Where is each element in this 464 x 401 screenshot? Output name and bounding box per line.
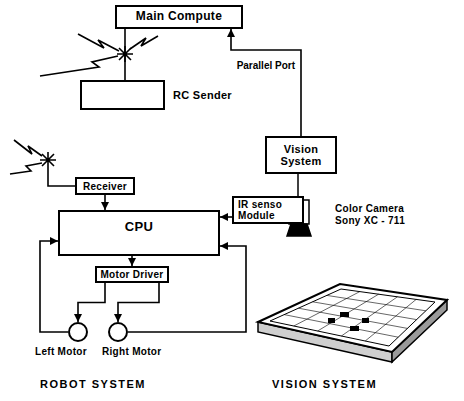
- connector: [128, 246, 246, 332]
- edge-label: Parallel Port: [236, 60, 296, 71]
- connector: [124, 29, 126, 80]
- node-label: Vision System: [267, 143, 335, 167]
- playing-field: [258, 284, 447, 362]
- connector: [78, 283, 105, 322]
- antenna-symbol: [10, 140, 75, 186]
- system-box: Receiver: [75, 177, 135, 195]
- node-label: CPU: [125, 220, 153, 234]
- system-box: Vision System: [265, 136, 337, 174]
- motor-circle: Right Motor: [108, 322, 128, 342]
- section-title: VISION SYSTEM: [272, 378, 377, 391]
- node-label: RC Sender: [173, 89, 232, 101]
- node-label: Main Compute: [136, 10, 222, 23]
- connector: [118, 283, 159, 322]
- section-title: ROBOT SYSTEM: [40, 378, 146, 391]
- system-box: RC Sender: [80, 80, 165, 110]
- connector: [220, 216, 232, 218]
- system-box: IR senso Module: [232, 196, 304, 224]
- node-label: Receiver: [83, 181, 127, 192]
- node-label: IR senso Module: [238, 199, 302, 221]
- antenna-symbol: [40, 34, 158, 76]
- motor-outline: [108, 322, 128, 342]
- system-box: CPU: [58, 210, 220, 256]
- connector: [104, 195, 106, 210]
- motor-outline: [68, 322, 88, 342]
- connector: [231, 29, 301, 136]
- node-label: Motor Driver: [100, 269, 163, 280]
- system-box: Main Compute: [115, 5, 243, 29]
- system-box: Motor Driver: [95, 266, 169, 283]
- motor-circle: Left Motor: [68, 322, 88, 342]
- node-label: Right Motor: [102, 346, 161, 357]
- node-label: Left Motor: [35, 346, 87, 357]
- camera-label: Color Camera Sony XC - 711: [335, 203, 423, 226]
- connector: [131, 256, 133, 266]
